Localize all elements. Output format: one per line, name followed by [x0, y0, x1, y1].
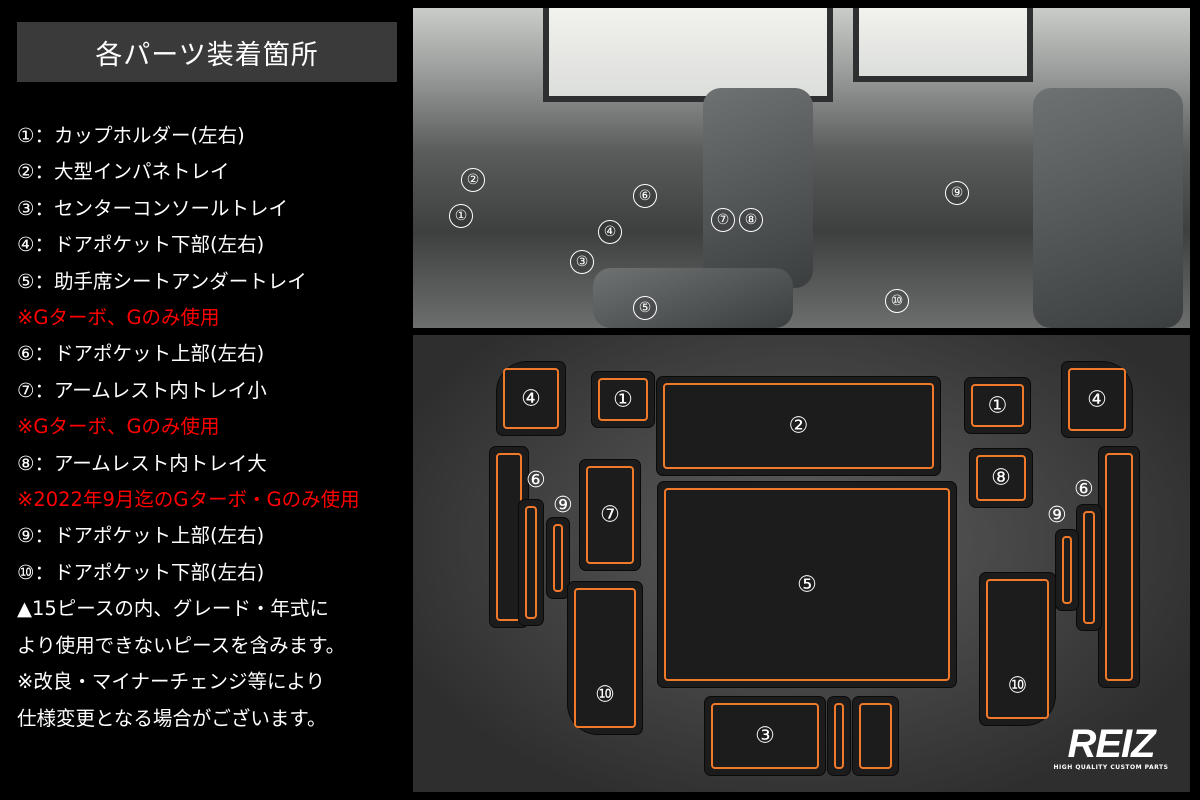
mat-5-label: ⑤: [797, 572, 817, 597]
photo-label-5: ⑤: [633, 296, 657, 320]
rear-window: [853, 8, 1033, 82]
mat-3-small-a: [828, 697, 850, 775]
mat-6-left-thin: [519, 500, 543, 625]
mat-3-label: ③: [755, 723, 775, 749]
list-item: ⑨：ドアポケット上部(左右): [17, 524, 265, 548]
list-item: ▲15ピースの内、グレード・年式に: [17, 597, 329, 621]
mat-2-label: ②: [788, 413, 809, 439]
reiz-logo: REIZ HIGH QUALITY CUSTOM PARTS: [1036, 724, 1186, 771]
list-item: ②：大型インパネトレイ: [17, 160, 230, 184]
list-item: ⑤：助手席シートアンダートレイ: [17, 269, 307, 293]
mat-9-left: [547, 518, 569, 598]
list-item: ⑦：アームレスト内トレイ小: [17, 378, 267, 402]
mat-10-left-label: ⑩: [595, 682, 615, 707]
mat-8: ⑧: [970, 449, 1032, 507]
mat-2: ②: [657, 377, 940, 475]
photo-label-3: ③: [570, 250, 594, 274]
list-note: ※2022年9月迄のGターボ・Gのみ使用: [17, 488, 360, 512]
list-item: ⑧：アームレスト内トレイ大: [17, 451, 267, 475]
mat-4-left-label: ④: [521, 386, 541, 411]
interior-photo: ① ② ③ ④ ⑤ ⑥ ⑦ ⑧ ⑨ ⑩: [413, 8, 1190, 328]
mat-9-right-label: ⑨: [1047, 503, 1067, 528]
logo-brand: REIZ: [1067, 722, 1155, 766]
list-item: より使用できないピースを含みます。: [17, 633, 346, 657]
mat-3-small-b: [853, 697, 898, 775]
mat-1-right: ①: [965, 378, 1030, 433]
mat-set-photo: ④ ① ② ① ④ ⑥ ⑨ ⑦ ⑤ ⑧ ⑩ ③ ⑥ ⑨ ⑩: [413, 335, 1190, 792]
list-item: 仕様変更となる場合がございます。: [17, 706, 327, 730]
mat-6-right-thin: [1077, 505, 1101, 630]
list-item: ⑥：ドアポケット上部(左右): [17, 342, 265, 366]
mat-4-right-label: ④: [1087, 387, 1107, 412]
photo-label-6: ⑥: [633, 184, 657, 208]
section-title: 各パーツ装着箇所: [17, 22, 397, 82]
photo-label-10: ⑩: [885, 289, 909, 313]
mat-9-left-label: ⑨: [553, 493, 573, 518]
photo-label-9: ⑨: [945, 181, 969, 205]
mat-6-right-label: ⑥: [1074, 477, 1094, 502]
mat-10-left: ⑩: [568, 582, 642, 734]
photo-label-4: ④: [598, 220, 622, 244]
list-item: ④：ドアポケット下部(左右): [17, 233, 265, 257]
mat-7: ⑦: [580, 460, 640, 570]
driver-seat: [703, 88, 813, 288]
photo-label-7: ⑦: [711, 208, 735, 232]
mat-4-right: ④: [1062, 362, 1132, 437]
list-item: ③：センターコンソールトレイ: [17, 196, 288, 220]
parts-list: ①：カップホルダー(左右) ②：大型インパネトレイ ③：センターコンソールトレイ…: [17, 118, 412, 737]
logo-tagline: HIGH QUALITY CUSTOM PARTS: [1053, 764, 1169, 771]
mat-4-left: ④: [497, 362, 565, 435]
photo-label-8: ⑧: [739, 208, 763, 232]
list-item: ※改良・マイナーチェンジ等により: [17, 670, 326, 694]
mat-10-right-label: ⑩: [1007, 673, 1028, 698]
mat-6-left-label: ⑥: [526, 468, 546, 493]
mat-5: ⑤: [658, 482, 956, 687]
mat-1-left: ①: [592, 372, 654, 427]
list-item: ⑩：ドアポケット下部(左右): [17, 560, 265, 584]
mat-8-label: ⑧: [991, 465, 1011, 491]
mat-10-right: ⑩: [980, 573, 1055, 725]
photo-label-2: ②: [461, 168, 485, 192]
rear-seat: [1033, 88, 1183, 328]
front-window: [543, 8, 833, 102]
mat-1-left-label: ①: [613, 387, 633, 412]
list-note: ※Gターボ、Gのみ使用: [17, 306, 220, 330]
mat-9-right: [1056, 530, 1078, 610]
mat-6-right: [1099, 447, 1139, 687]
list-note: ※Gターボ、Gのみ使用: [17, 415, 220, 439]
mat-3: ③: [705, 697, 825, 775]
list-item: ①：カップホルダー(左右): [17, 124, 245, 147]
mat-7-label: ⑦: [600, 502, 620, 528]
mat-1-right-label: ①: [987, 393, 1008, 418]
photo-label-1: ①: [449, 204, 473, 228]
seat-cushion: [593, 268, 793, 328]
